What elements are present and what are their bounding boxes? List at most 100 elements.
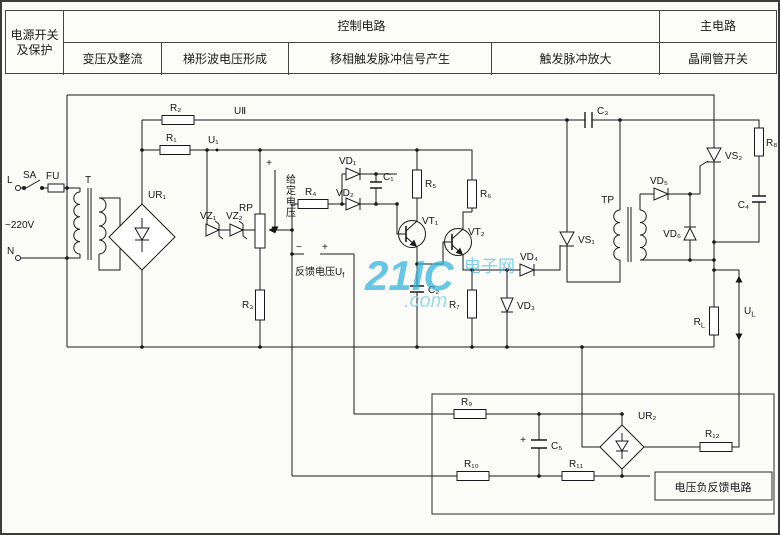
diodes xyxy=(205,167,697,314)
header-cell-main: 主电路 xyxy=(660,11,776,43)
resistor-R1 xyxy=(159,145,191,155)
resistor-R11 xyxy=(561,471,595,481)
header-cell-sub5: 晶闸管开关 xyxy=(687,51,748,66)
label-T: T xyxy=(85,175,91,186)
capacitor-C1 xyxy=(370,181,382,189)
core xyxy=(87,188,92,260)
switch-contact xyxy=(40,186,44,190)
primary-coil xyxy=(613,209,621,261)
label-given-voltage: 给定电压 xyxy=(284,173,296,218)
bridge-UR1 xyxy=(108,203,176,271)
resistor-R6 xyxy=(467,179,477,209)
watermark-brand: 21IC xyxy=(364,252,454,299)
label-C2: C₂ xyxy=(428,285,439,296)
label-C5: C₅ xyxy=(551,441,562,452)
label-R7: R₇ xyxy=(449,300,460,311)
label-R12: R₁₂ xyxy=(705,429,720,440)
diode-VD2 xyxy=(345,197,362,211)
label-VD2: VD₂ xyxy=(336,188,354,199)
bridge-diode-triangle xyxy=(134,227,150,241)
transistors xyxy=(398,220,472,256)
resistor-R2 xyxy=(161,115,195,125)
potentiometer-RP xyxy=(254,213,266,249)
label-R6: R₆ xyxy=(480,189,491,200)
vt1-emitter-arrow xyxy=(405,236,418,247)
transistor-VT2-circle xyxy=(444,228,472,256)
annotation-arrows xyxy=(268,170,743,341)
label-VT2: VT₂ xyxy=(468,227,485,238)
watermark-domain: .com xyxy=(404,290,447,312)
core xyxy=(627,207,632,262)
label-R5: R₅ xyxy=(425,179,436,190)
diode-VD6 xyxy=(683,226,697,241)
header-cell-sub2: 梯形波电压形成 xyxy=(162,43,289,75)
capacitor-C3 xyxy=(584,112,593,128)
vt2-emitter-arrow xyxy=(451,244,464,255)
bridge-diode-triangle xyxy=(615,440,629,452)
terminal-L xyxy=(15,185,21,191)
label-VS2: VS₂ xyxy=(725,151,742,162)
zener-VZ1 xyxy=(205,223,221,237)
feedback-label-box xyxy=(654,471,773,501)
label-RP: RP xyxy=(239,203,253,214)
header-cell-sub3: 移相触发脉冲信号产生 xyxy=(289,43,492,75)
label-UII: UⅡ xyxy=(234,106,246,117)
label-UR1: UR₁ xyxy=(148,190,166,201)
switch-contact xyxy=(22,186,26,190)
diode-VD4 xyxy=(519,263,536,277)
label-VD1: VD₁ xyxy=(339,156,357,167)
component-labels: L SA FU T ~220V N UR₁ R₂ R₁ UⅡ U₁ VZ₁ VZ… xyxy=(5,103,777,494)
secondary-coil xyxy=(639,209,647,261)
label-TP: TP xyxy=(601,195,614,206)
label-FU: FU xyxy=(46,171,59,182)
label-fb-plus: + xyxy=(322,242,328,253)
label-VD3: VD₃ xyxy=(517,301,535,312)
resistor-R3 xyxy=(255,289,265,321)
watermark: 21IC 电子网 .com xyxy=(364,252,515,312)
label-C1: C₁ xyxy=(383,172,394,183)
resistor-R4 xyxy=(297,199,329,209)
capacitor-C2 xyxy=(410,285,424,293)
label-C4: C₄ xyxy=(738,200,749,211)
resistor-R7 xyxy=(467,289,477,319)
secondary-coil xyxy=(98,197,107,255)
capacitor-C4 xyxy=(752,195,766,203)
label-N: N xyxy=(7,246,14,257)
diode-VD1 xyxy=(345,167,362,181)
label-R3: R₃ xyxy=(242,300,253,311)
transformer-T xyxy=(73,188,107,260)
diode-VD3 xyxy=(500,297,514,314)
label-VZ1: VZ₁ xyxy=(200,211,217,222)
resistor-R8 xyxy=(754,127,764,157)
label-U1: U₁ xyxy=(208,135,219,146)
zener-VZ2 xyxy=(229,223,245,237)
label-VD4: VD₄ xyxy=(520,252,538,263)
junction-dots xyxy=(65,118,716,478)
resistor-R5 xyxy=(412,169,422,199)
label-UR2: UR₂ xyxy=(638,411,656,422)
capacitor-C5 xyxy=(531,439,547,449)
label-UL: UL xyxy=(744,306,755,319)
thyristor-VS1 xyxy=(559,231,575,247)
label-fb-minus: − xyxy=(296,242,302,253)
watermark-site: 电子网 xyxy=(464,257,515,276)
label-VD6: VD₆ xyxy=(663,229,681,240)
label-R2: R₂ xyxy=(170,103,181,114)
bridge-UR2 xyxy=(599,424,645,470)
label-VZ2: VZ₂ xyxy=(226,211,243,222)
label-VT1: VT₁ xyxy=(422,216,439,227)
label-feedback-box: 电压负反馈电路 xyxy=(675,480,752,494)
label-R8: R₈ xyxy=(766,138,777,149)
label-L: L xyxy=(7,175,13,186)
switch-blade xyxy=(25,179,41,189)
label-given-plus: + xyxy=(266,158,272,169)
function-block-table: 电源开关 及保护 控制电路 主电路 变压及整流 梯形波电压形成 移相触发脉冲信号… xyxy=(5,10,777,75)
header-cell-sub4: 触发脉冲放大 xyxy=(492,43,660,75)
diode-VD5 xyxy=(653,187,670,201)
label-VS1: VS₁ xyxy=(578,235,595,246)
label-R4: R₄ xyxy=(305,187,316,198)
thyristor-VS2 xyxy=(706,147,722,163)
label-RL: RL xyxy=(694,317,705,330)
label-C5-plus: + xyxy=(520,435,526,446)
label-R1: R₁ xyxy=(166,133,177,144)
